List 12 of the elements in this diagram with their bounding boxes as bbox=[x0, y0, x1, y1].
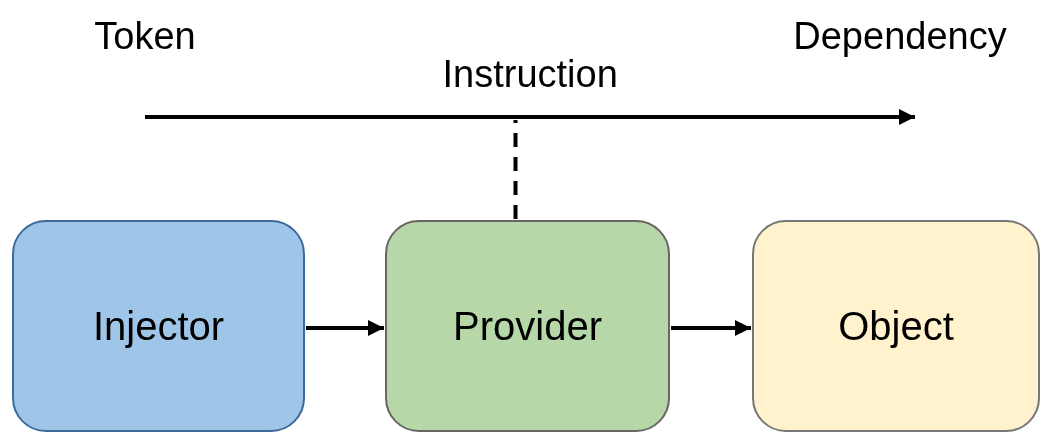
arrow bbox=[671, 320, 751, 336]
dashed-line bbox=[513, 120, 518, 219]
arrow bbox=[306, 320, 384, 336]
process-box bbox=[752, 220, 1040, 432]
node-label: Provider bbox=[453, 303, 602, 349]
process-box bbox=[12, 220, 305, 432]
node-label: Injector bbox=[92, 303, 225, 349]
arrow bbox=[145, 109, 915, 125]
node-label: Object bbox=[838, 303, 954, 349]
process-box bbox=[385, 220, 670, 432]
node-label: Token bbox=[80, 12, 210, 60]
node-label: Dependency bbox=[765, 12, 1035, 60]
